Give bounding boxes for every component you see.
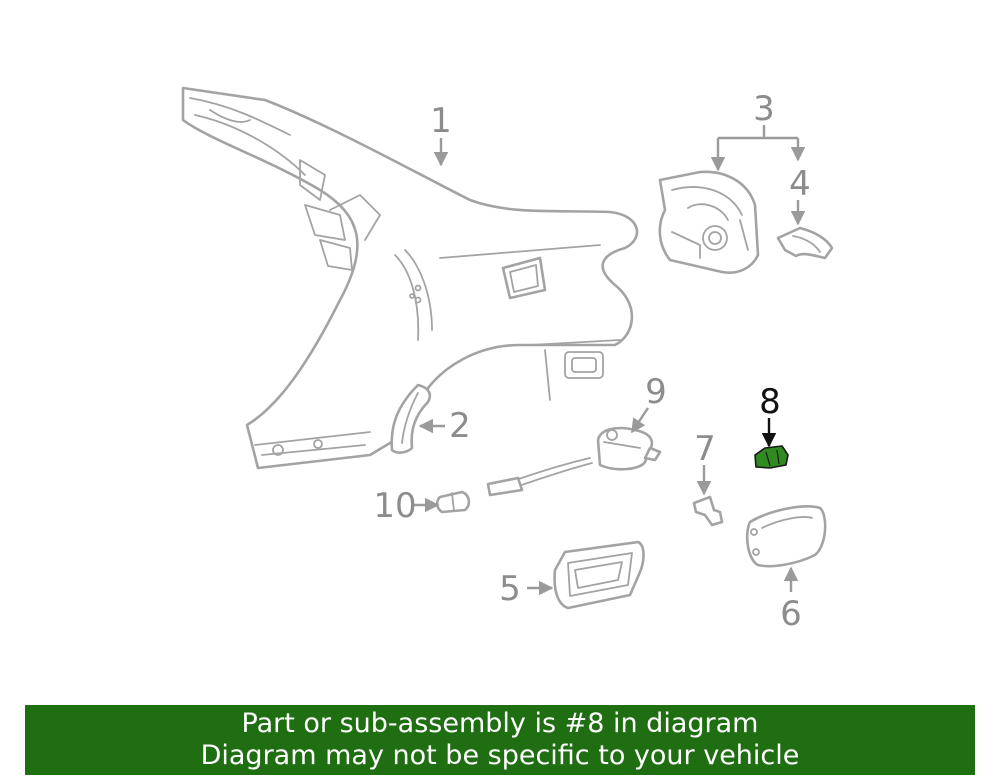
bracket-part[interactable] (776, 226, 834, 260)
callout-3: 3 (753, 89, 775, 129)
fuel-door-actuator-part[interactable] (486, 426, 662, 497)
leader-3-bracket (718, 125, 798, 140)
callout-5: 5 (499, 569, 521, 609)
highlighted-part-8[interactable] (754, 445, 789, 469)
callout-6: 6 (780, 594, 802, 634)
banner-line-disclaimer: Diagram may not be specific to your vehi… (200, 740, 800, 771)
clip-part[interactable] (692, 495, 724, 527)
fuel-door-part[interactable] (745, 505, 827, 568)
grommet-part[interactable] (435, 490, 471, 514)
callout-4: 4 (789, 164, 811, 204)
callout-10: 10 (373, 486, 416, 526)
banner-line-part-number: Part or sub-assembly is #8 in diagram (241, 708, 759, 739)
callout-1: 1 (430, 101, 452, 141)
filler-pocket-part[interactable] (658, 170, 760, 274)
quarter-panel-part[interactable] (181, 86, 639, 470)
trim-strip-part[interactable] (390, 383, 432, 454)
callout-8: 8 (759, 382, 781, 422)
callout-9: 9 (645, 372, 667, 412)
callout-2: 2 (449, 406, 471, 446)
housing-part[interactable] (553, 540, 645, 610)
leader-9 (631, 407, 649, 434)
callout-7: 7 (694, 429, 716, 469)
info-banner: Part or sub-assembly is #8 in diagram Di… (25, 705, 975, 775)
